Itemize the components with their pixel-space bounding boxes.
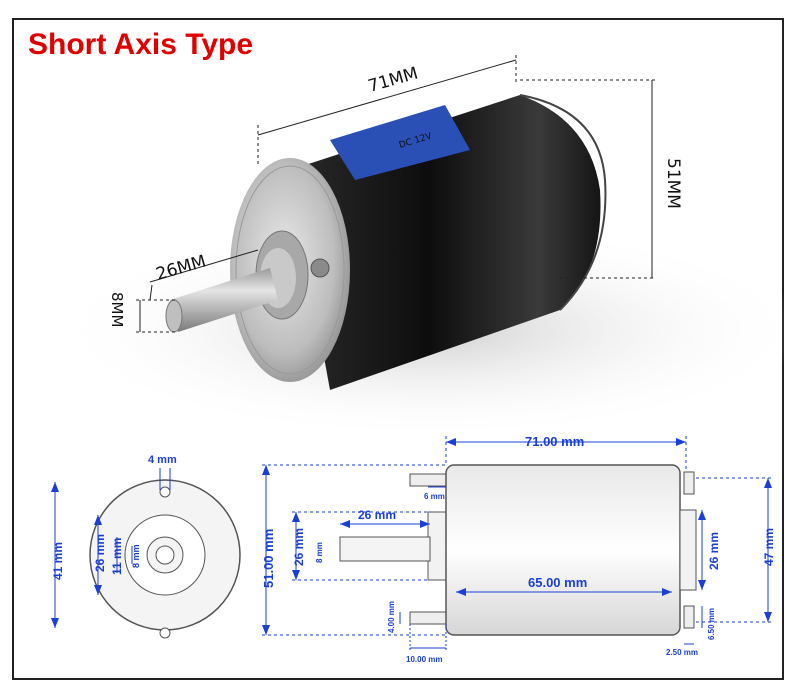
side-boss-dia-label: 26 mm	[292, 528, 306, 566]
side-rear-dia-label: 47 mm	[762, 528, 776, 566]
front-outer-label: 41 mm	[51, 542, 65, 580]
side-screw-len-label: 10.00 mm	[406, 655, 442, 664]
side-shaft-len-label: 26 mm	[358, 508, 396, 522]
mount-hole-top	[159, 486, 171, 498]
motor-photo: DC 12V 71MM 51MM 26MM 8MM	[50, 55, 800, 440]
front-hole-label: 4 mm	[148, 454, 177, 466]
side-boss	[427, 511, 449, 581]
mount-hole-bottom	[159, 627, 171, 639]
side-terminal-w-label: 2.50 mm	[666, 648, 698, 657]
front-shaft-label: 8 mm	[131, 544, 141, 568]
side-body	[445, 464, 681, 636]
side-shaft-dia-label: 8 mm	[315, 542, 324, 563]
terminal-top	[683, 471, 695, 495]
front-boss-label: 26 mm	[93, 534, 107, 572]
side-body-dia-label: 51.00 mm	[261, 529, 276, 588]
photo-length-label: 71MM	[366, 64, 421, 97]
side-screw-w-label: 4.00 mm	[387, 601, 396, 633]
screw-bottom	[409, 611, 447, 625]
page-title: Short Axis Type	[28, 28, 254, 61]
front-inner-label: 11 mm	[110, 538, 124, 575]
motor-label	[330, 105, 470, 180]
side-rear-boss	[679, 509, 697, 591]
side-shaft	[339, 536, 431, 562]
screw-top	[409, 473, 447, 487]
side-boss-step-label: 6 mm	[424, 492, 445, 501]
photo-diameter-label: 51MM	[663, 158, 683, 209]
front-view-drawing: 4 mm 41 mm 26 mm 11 mm 8 mm	[51, 454, 241, 639]
side-terminal-h-label: 6.50 mm	[707, 608, 716, 640]
side-body-inner-label: 65.00 mm	[528, 575, 587, 590]
front-shaft	[155, 545, 175, 565]
side-rear-boss-label: 26 mm	[707, 532, 721, 570]
screw-icon	[310, 258, 330, 278]
terminal-bottom	[683, 605, 695, 629]
photo-shaft-diameter-label: 8MM	[108, 292, 126, 327]
side-view-drawing: 71.00 mm 51.00 mm 26 mm 26 mm 8 mm 6 mm …	[261, 434, 776, 664]
side-length-label: 71.00 mm	[525, 434, 584, 449]
motor-shaft	[170, 268, 278, 332]
